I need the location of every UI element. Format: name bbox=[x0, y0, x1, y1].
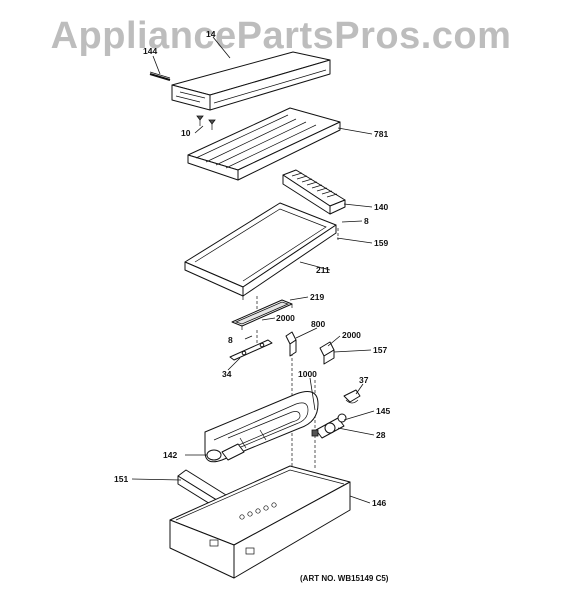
callout-146: 146 bbox=[372, 498, 386, 508]
callout-142: 142 bbox=[163, 450, 177, 460]
part-bracket bbox=[229, 339, 273, 361]
callout-144: 144 bbox=[143, 46, 157, 56]
callout-37: 37 bbox=[359, 375, 369, 385]
part-valve bbox=[311, 413, 347, 439]
callout-8-top: 8 bbox=[364, 216, 369, 226]
callout-34: 34 bbox=[222, 369, 232, 379]
callout-781: 781 bbox=[374, 129, 388, 139]
callout-211: 211 bbox=[316, 265, 330, 275]
callout-28: 28 bbox=[376, 430, 386, 440]
part-37 bbox=[343, 389, 361, 404]
part-grease-bar bbox=[282, 169, 346, 215]
callout-10: 10 bbox=[181, 128, 191, 138]
part-burner bbox=[204, 391, 319, 463]
part-clip-157 bbox=[319, 341, 335, 365]
callout-14: 14 bbox=[206, 29, 216, 39]
callout-2000-right: 2000 bbox=[342, 330, 361, 340]
callout-labels: 14 144 10 781 140 8 159 211 219 2000 800… bbox=[114, 29, 390, 508]
part-screws bbox=[196, 115, 216, 130]
callout-157: 157 bbox=[373, 345, 387, 355]
callout-151: 151 bbox=[114, 474, 128, 484]
callout-8-mid: 8 bbox=[228, 335, 233, 345]
part-clip-800 bbox=[285, 331, 297, 357]
part-grease-shield bbox=[231, 299, 293, 330]
part-cover bbox=[171, 51, 331, 111]
watermark: AppliancePartsPros.com bbox=[50, 15, 512, 57]
art-number: (ART NO. WB15149 C5) bbox=[300, 574, 389, 583]
part-burner-box bbox=[169, 465, 351, 579]
callout-2000-left: 2000 bbox=[276, 313, 295, 323]
callout-145: 145 bbox=[376, 406, 390, 416]
leader-lines bbox=[131, 36, 375, 504]
callout-1000: 1000 bbox=[298, 369, 317, 379]
callout-159: 159 bbox=[374, 238, 388, 248]
callout-800: 800 bbox=[311, 319, 325, 329]
callout-219: 219 bbox=[310, 292, 324, 302]
part-griddle-plate bbox=[187, 107, 341, 181]
callout-140: 140 bbox=[374, 202, 388, 212]
part-drip-pan bbox=[184, 202, 337, 300]
